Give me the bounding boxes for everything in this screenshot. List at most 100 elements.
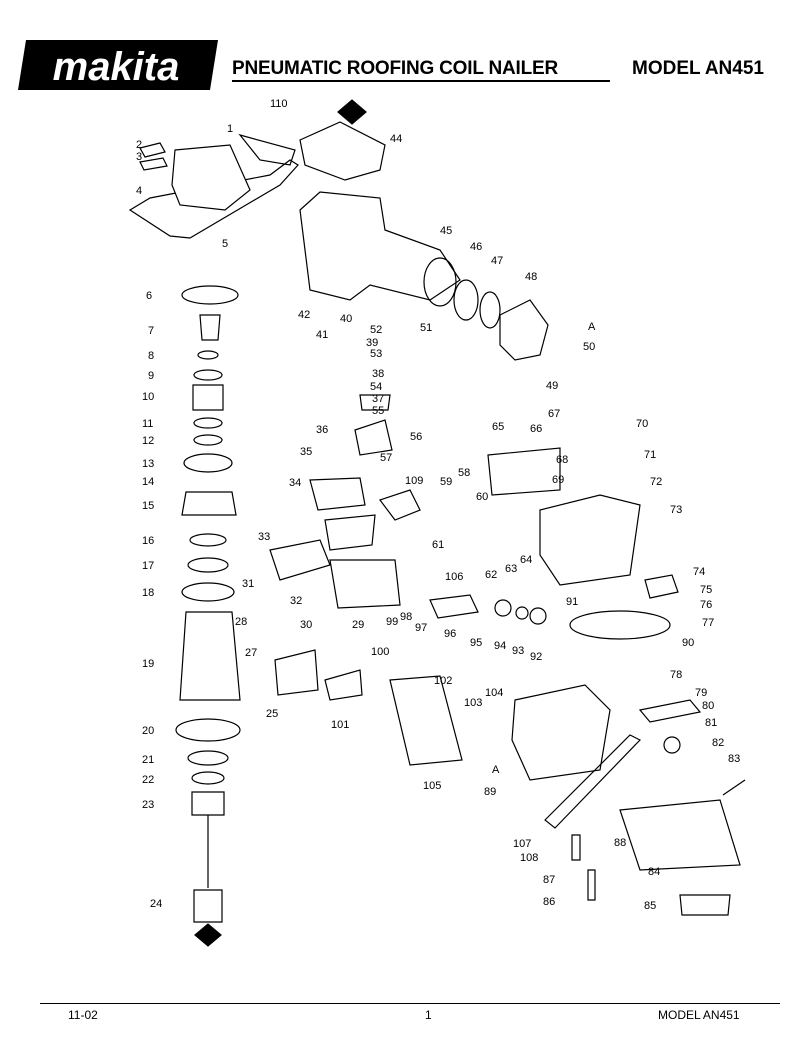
part-81 — [638, 699, 702, 723]
part-label-4: 4 — [136, 185, 142, 197]
part-label-102: 102 — [434, 675, 452, 687]
part-101 — [324, 669, 363, 701]
part-label-54: 54 — [370, 381, 382, 393]
part-label-5: 5 — [222, 238, 228, 250]
part-label-11: 11 — [142, 418, 153, 430]
part-label-94: 94 — [494, 640, 506, 652]
part-109 — [379, 489, 421, 521]
part-label-101: 101 — [331, 719, 349, 731]
part-2 — [139, 142, 166, 158]
part-label-18: 18 — [142, 587, 154, 599]
part-24 — [193, 889, 223, 923]
part-33 — [269, 539, 331, 581]
part-label-91: 91 — [566, 596, 578, 608]
part-label-105: 105 — [423, 780, 441, 792]
part-label-89: 89 — [484, 786, 496, 798]
part-label-65: 65 — [492, 421, 504, 433]
part-label-92: 92 — [530, 651, 542, 663]
part-label-3: 3 — [136, 151, 142, 163]
part-label-90: 90 — [682, 637, 694, 649]
part-68 — [487, 447, 561, 496]
page-title: PNEUMATIC ROOFING COIL NAILER — [232, 58, 558, 79]
part-3 — [139, 157, 168, 171]
view-label-a-top: A — [588, 321, 596, 333]
part-label-42: 42 — [298, 309, 310, 321]
valve-body — [329, 559, 401, 609]
part-93 — [515, 606, 529, 620]
part-label-32: 32 — [290, 595, 302, 607]
part-label-57: 57 — [380, 452, 392, 464]
part-label-12: 12 — [142, 435, 154, 447]
footer-model: MODEL AN451 — [658, 1008, 740, 1022]
part-83 — [722, 779, 746, 796]
part-21 — [187, 750, 229, 766]
part-label-81: 81 — [705, 717, 717, 729]
part-23 — [191, 791, 225, 816]
part-45 — [423, 257, 457, 307]
part-label-45: 45 — [440, 225, 452, 237]
part-25 — [274, 649, 319, 696]
part-96 — [429, 594, 479, 619]
part-22 — [191, 771, 225, 785]
part-label-66: 66 — [530, 423, 542, 435]
part-18 — [181, 582, 235, 602]
part-label-63: 63 — [505, 563, 517, 575]
part-label-110: 110 — [270, 98, 288, 110]
part-89 — [511, 684, 611, 781]
part-label-6: 6 — [146, 290, 152, 302]
part-label-51: 51 — [420, 322, 432, 334]
part-label-8: 8 — [148, 350, 154, 362]
part-label-68: 68 — [556, 454, 568, 466]
part-46 — [453, 279, 479, 321]
part-label-96: 96 — [444, 628, 456, 640]
gasket-44 — [299, 121, 386, 181]
part-label-97: 97 — [415, 622, 427, 634]
part-label-38: 38 — [372, 368, 384, 380]
part-label-34: 34 — [289, 477, 301, 489]
view-label-a-bottom: A — [492, 764, 500, 776]
part-47 — [479, 291, 501, 329]
part-label-39: 39 — [366, 337, 378, 349]
footer-page-number: 1 — [425, 1008, 432, 1022]
part-label-93: 93 — [512, 645, 524, 657]
part-label-76: 76 — [700, 599, 712, 611]
part-label-21: 21 — [142, 754, 154, 766]
part-92 — [529, 607, 547, 625]
part-label-9: 9 — [148, 370, 154, 382]
part-label-56: 56 — [410, 431, 422, 443]
part-label-79: 79 — [695, 687, 707, 699]
part-label-78: 78 — [670, 669, 682, 681]
part-label-83: 83 — [728, 753, 740, 765]
part-label-70: 70 — [636, 418, 648, 430]
part-label-88: 88 — [614, 837, 626, 849]
part-label-13: 13 — [142, 458, 154, 470]
part-label-47: 47 — [491, 255, 503, 267]
part-label-67: 67 — [548, 408, 560, 420]
part-label-87: 87 — [543, 874, 555, 886]
model-heading: MODEL AN451 — [632, 58, 764, 79]
part-label-28: 28 — [235, 616, 247, 628]
part-label-46: 46 — [470, 241, 482, 253]
part-label-86: 86 — [543, 896, 555, 908]
part-label-107: 107 — [513, 838, 531, 850]
part-label-50: 50 — [583, 341, 595, 353]
part-90 — [569, 610, 671, 640]
part-label-73: 73 — [670, 504, 682, 516]
part-label-36: 36 — [316, 424, 328, 436]
part-label-109: 109 — [405, 475, 423, 487]
gasket-110 — [238, 133, 296, 166]
part-label-104: 104 — [485, 687, 503, 699]
part-label-53: 53 — [370, 348, 382, 360]
part-label-77: 77 — [702, 617, 714, 629]
part-label-55: 55 — [372, 405, 384, 417]
part-label-49: 49 — [546, 380, 558, 392]
part-label-85: 85 — [644, 900, 656, 912]
part-82 — [663, 736, 681, 754]
part-label-106: 106 — [445, 571, 463, 583]
view-marker-bottom — [194, 923, 222, 947]
part-label-60: 60 — [476, 491, 488, 503]
part-20 — [175, 718, 241, 742]
part-107 — [544, 734, 641, 829]
part-7 — [199, 314, 221, 341]
